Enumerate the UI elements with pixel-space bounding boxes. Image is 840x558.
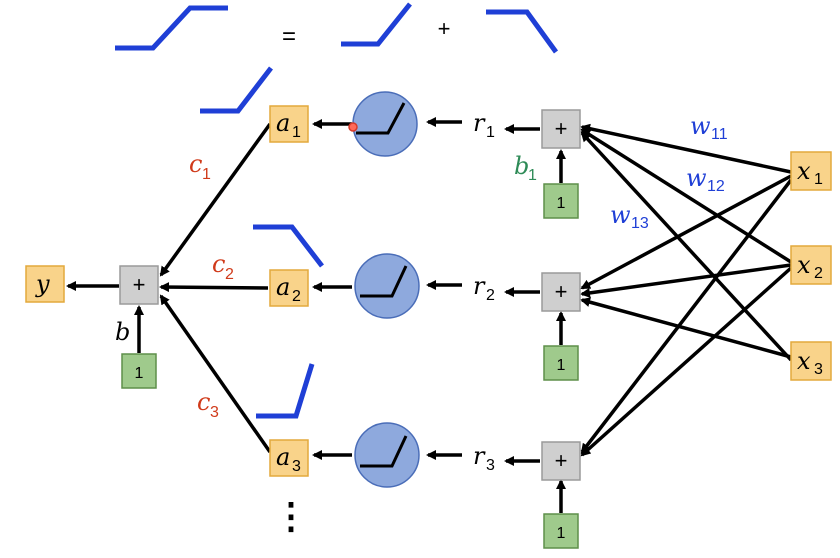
c1-sub: 1 [202, 166, 211, 183]
bias-b1-var: b [514, 152, 529, 180]
hidden-sum-node-2: + [541, 272, 581, 312]
activation-node-2 [354, 253, 420, 319]
activation-output-a3: a 3 [269, 439, 309, 477]
relu-icon [360, 265, 408, 298]
weight-w13-sub: 13 [631, 215, 649, 232]
output-bias-label: b [115, 318, 130, 346]
output-node-y: y [25, 265, 65, 303]
c3-var: c [197, 388, 210, 416]
input-node-x3: x 3 [790, 341, 832, 381]
bias-const-node-1: 1 [543, 183, 579, 219]
output-y-label: y [35, 270, 50, 298]
r1-var: r [473, 109, 486, 137]
hidden-bias-label: b 1 [514, 152, 537, 184]
activation-node-1 [348, 91, 418, 157]
a3-sub: 3 [292, 458, 301, 475]
relu-icon [360, 435, 408, 468]
a2-shape-icon [253, 224, 324, 268]
activation-output-a2: a 2 [269, 269, 309, 307]
input-x2-var: x [797, 251, 811, 279]
r2-sub: 2 [486, 287, 495, 304]
weight-w13-var: w [610, 201, 631, 229]
bias-const-2-value: 1 [557, 357, 566, 374]
input-x3-var: x [797, 347, 811, 375]
bias-b1-sub: 1 [528, 167, 537, 184]
weight-w12-var: w [686, 164, 707, 192]
hidden-sum-node-3: + [541, 441, 581, 481]
input-node-x1: x 1 [790, 151, 832, 191]
sum-2-symbol: + [555, 279, 568, 304]
input-x3-sub: 3 [814, 361, 823, 378]
c1-var: c [189, 150, 202, 178]
negative-relu-shape-icon [486, 9, 559, 54]
a1-var: a [276, 109, 290, 137]
a2-sub: 2 [292, 288, 301, 305]
a3-shape-icon [256, 363, 315, 419]
cursor-dot-icon [348, 122, 358, 132]
c2-var: c [212, 250, 225, 278]
input-x1-sub: 1 [814, 171, 823, 188]
input-x2-sub: 2 [814, 265, 823, 282]
more-nodes-ellipsis: ⋮ [273, 495, 309, 536]
equation-row: = + [115, 2, 559, 54]
bias-const-1-value: 1 [557, 195, 566, 212]
plus-sign: + [438, 16, 451, 41]
sum-3-symbol: + [555, 448, 568, 473]
a2-var: a [276, 273, 290, 301]
weight-w12-sub: 12 [707, 178, 725, 195]
c3-sub: 3 [210, 404, 219, 421]
input-node-x2: x 2 [790, 245, 832, 285]
relu-icon [356, 102, 406, 135]
hidden-sum-labels: r 1 r 2 r 3 [473, 109, 495, 474]
input-x1-var: x [797, 157, 811, 185]
a3-var: a [276, 443, 290, 471]
output-sum-node: + [119, 265, 159, 305]
c2-sub: 2 [225, 266, 234, 283]
hidden-sum-node-1: + [541, 109, 581, 149]
output-bias-const-value: 1 [135, 365, 144, 382]
a1-sub: 1 [292, 124, 301, 141]
input-connections [580, 123, 793, 457]
equals-sign: = [282, 23, 296, 50]
bias-const-node-3: 1 [543, 513, 579, 549]
relu-shape-icon [341, 2, 412, 47]
combined-shape-icon [115, 5, 228, 51]
weight-w11-var: w [690, 112, 711, 140]
bias-const-3-value: 1 [557, 525, 566, 542]
weight-labels: w 11 w 12 w 13 [610, 112, 728, 232]
output-weight-labels: c 1 c 2 c 3 [189, 150, 234, 421]
activation-node-3 [354, 422, 420, 488]
bias-const-node-2: 1 [543, 345, 579, 381]
sum-1-symbol: + [555, 116, 568, 141]
r3-var: r [473, 442, 486, 470]
r1-sub: 1 [486, 124, 495, 141]
a1-shape-icon [200, 66, 273, 114]
output-sum-symbol: + [133, 272, 146, 297]
r3-sub: 3 [486, 457, 495, 474]
r2-var: r [473, 272, 486, 300]
output-bias-const-node: 1 [121, 353, 157, 389]
weight-w11-sub: 11 [711, 126, 728, 143]
activation-output-a1: a 1 [269, 105, 309, 143]
